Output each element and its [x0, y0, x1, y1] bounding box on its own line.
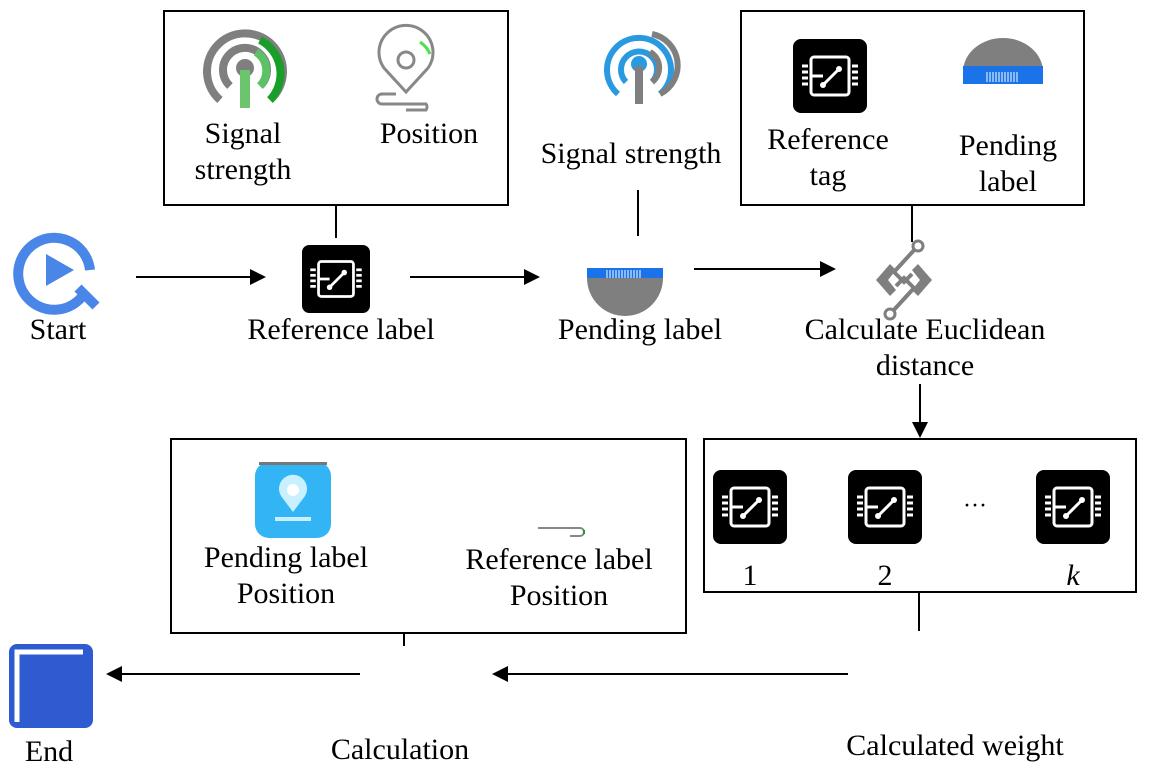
- chip-icon: [299, 245, 373, 313]
- pending-label-position-label: Pending label Position: [203, 541, 369, 610]
- connector: [403, 634, 405, 646]
- connector: [918, 593, 920, 631]
- arrowhead: [820, 261, 836, 277]
- end-label: End: [24, 735, 74, 768]
- reference-label-position-label: Reference label Position: [465, 543, 653, 612]
- chip-icon: [793, 39, 867, 113]
- reference-label-label: Reference label: [247, 313, 435, 346]
- neighbor-label-2: 2: [877, 559, 893, 592]
- arrowhead: [106, 666, 122, 682]
- start-label: Start: [29, 313, 87, 346]
- ellipsis: ···: [963, 493, 987, 519]
- arrow-euclidean-to-neighbors: [919, 384, 921, 426]
- arrow-calculation-to-end: [120, 673, 360, 675]
- arrowhead: [524, 269, 540, 285]
- connector: [637, 190, 639, 236]
- pending-label-box-label: Pending label: [958, 129, 1058, 198]
- arrowhead: [912, 422, 928, 438]
- calculated-weight-label: Calculated weight: [846, 729, 1064, 762]
- chip-icon: [848, 470, 922, 544]
- arrow-start-to-reference: [136, 276, 250, 278]
- arrowhead: [492, 666, 508, 682]
- path-fragment-icon: [538, 527, 585, 537]
- arrow-pending-to-euclidean: [694, 268, 820, 270]
- location-pin-icon: [375, 23, 435, 112]
- arrow-weight-to-calculation: [506, 673, 848, 675]
- pending-label-label: Pending label: [557, 313, 723, 346]
- position-label: Position: [379, 117, 479, 150]
- book-icon: [9, 644, 93, 728]
- link-code-icon: [876, 239, 932, 321]
- signal-strength-label: Signal strength: [194, 117, 292, 186]
- signal-tower-icon: [203, 29, 287, 108]
- rfid-tag-icon: [963, 38, 1043, 84]
- signal-tower-icon: [604, 31, 681, 104]
- arrow-reference-to-pending: [410, 276, 524, 278]
- chip-icon: [713, 470, 787, 544]
- neighbor-label-1: 1: [742, 559, 758, 592]
- rfid-tag-icon: [587, 268, 663, 316]
- pending-signal-strength-label: Signal strength: [540, 137, 722, 170]
- euclidean-label: Calculate Euclidean distance: [804, 313, 1046, 382]
- connector: [911, 206, 913, 242]
- calculation-label: Calculation: [330, 733, 470, 766]
- neighbor-label-k: k: [1066, 559, 1080, 592]
- chip-icon: [1036, 470, 1110, 544]
- connector: [335, 206, 337, 238]
- play-circle-icon: [13, 232, 100, 315]
- reference-tag-label: Reference tag: [767, 123, 889, 192]
- location-app-icon: [255, 462, 331, 538]
- arrowhead: [250, 269, 266, 285]
